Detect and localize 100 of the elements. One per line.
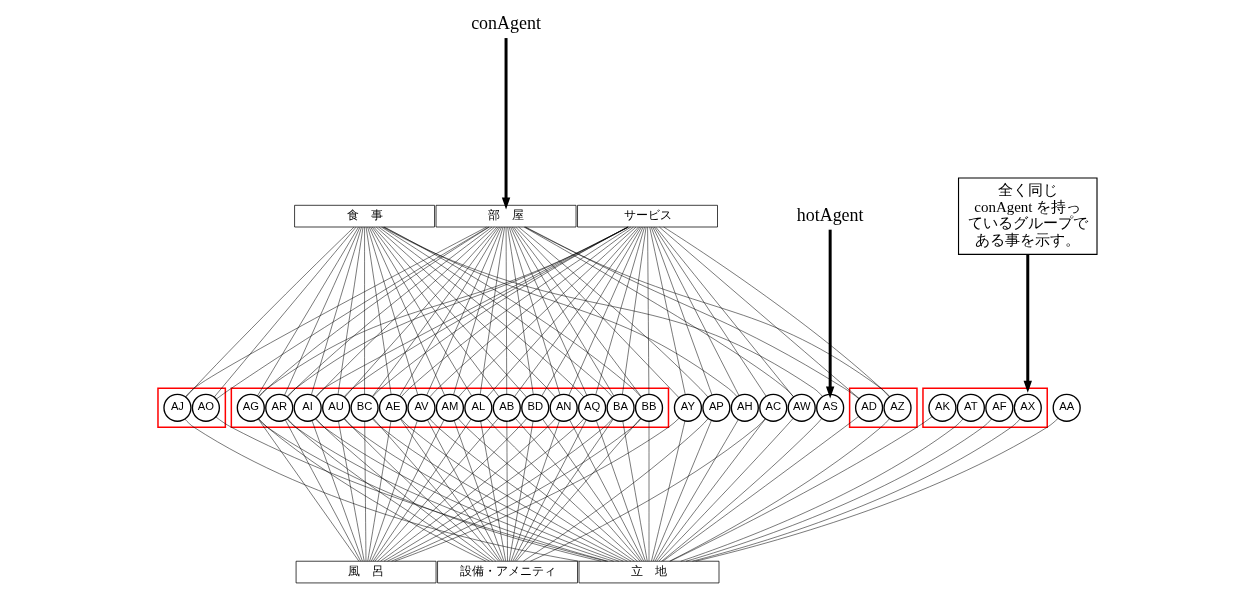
connector xyxy=(646,226,649,395)
connector xyxy=(213,226,356,398)
node-circle: AW xyxy=(787,393,816,422)
connector xyxy=(337,421,364,562)
node-circle: AT xyxy=(956,393,985,422)
connector xyxy=(650,420,685,562)
connector xyxy=(655,226,794,398)
connector xyxy=(656,418,766,562)
connector xyxy=(511,226,614,397)
connector xyxy=(453,420,504,562)
node-circle: AY xyxy=(673,393,702,422)
connector xyxy=(363,421,366,562)
cluster xyxy=(921,387,1048,428)
node-circle: AG xyxy=(236,393,265,422)
node-box: サービス xyxy=(576,204,718,228)
connector xyxy=(311,420,363,562)
node-circle: AC xyxy=(758,393,787,422)
connector xyxy=(370,419,444,562)
connector xyxy=(425,226,502,396)
connector xyxy=(505,226,507,395)
node-circle: AU xyxy=(321,393,350,422)
connector xyxy=(652,226,739,396)
connector xyxy=(658,418,793,562)
node-circle: BC xyxy=(349,393,379,422)
connector xyxy=(369,226,472,397)
node-circle: BA xyxy=(605,393,635,422)
connector xyxy=(257,418,359,562)
connector xyxy=(523,226,794,398)
arrow xyxy=(1023,254,1032,393)
node-box: 立 地 xyxy=(578,560,719,584)
connector xyxy=(394,417,679,562)
connector xyxy=(457,418,635,562)
node-box: 食 事 xyxy=(293,204,435,228)
connector xyxy=(621,226,646,395)
connector xyxy=(517,226,708,398)
connector xyxy=(506,226,534,395)
node-circle: AA xyxy=(1052,393,1081,422)
connector xyxy=(310,226,362,395)
connector xyxy=(650,226,712,396)
node-circle: AF xyxy=(984,393,1013,422)
connector xyxy=(568,419,644,562)
node-circle: AO xyxy=(191,393,220,422)
connector xyxy=(510,420,560,562)
connector xyxy=(373,226,527,398)
connector xyxy=(662,416,859,562)
cluster xyxy=(848,387,918,428)
connector xyxy=(184,418,579,562)
connector xyxy=(508,226,560,395)
connector xyxy=(541,418,642,562)
node-circle: AV xyxy=(406,393,436,422)
connector xyxy=(365,226,391,395)
node-circle: AK xyxy=(927,393,957,422)
connector xyxy=(658,226,859,399)
node-circle: AI xyxy=(293,393,322,422)
arrow xyxy=(501,38,510,210)
connector xyxy=(185,226,354,398)
node-circle: AX xyxy=(1013,393,1042,422)
connector xyxy=(343,418,496,562)
connector xyxy=(669,416,932,562)
node-circle: AP xyxy=(701,393,731,422)
node-circle: AE xyxy=(378,393,407,422)
connector xyxy=(529,418,766,562)
connector xyxy=(426,419,502,562)
connector xyxy=(522,418,708,562)
cluster xyxy=(156,387,226,428)
connector xyxy=(506,421,508,562)
connector xyxy=(337,226,363,395)
connector xyxy=(376,418,527,562)
connector xyxy=(452,226,503,395)
node-circle: AB xyxy=(492,393,521,422)
connector xyxy=(284,419,361,562)
connector xyxy=(595,420,646,562)
cluster xyxy=(230,387,669,428)
connector xyxy=(515,226,679,398)
node-circle: BD xyxy=(520,393,549,422)
connector xyxy=(668,418,890,562)
connector xyxy=(398,226,500,397)
connector xyxy=(315,418,493,562)
node-circle: AN xyxy=(549,393,578,422)
connector xyxy=(508,421,533,562)
connector xyxy=(367,421,391,562)
connector xyxy=(654,419,738,562)
connector xyxy=(648,421,649,562)
connector xyxy=(256,226,359,397)
connector xyxy=(622,421,647,562)
node-circle: AD xyxy=(854,393,883,422)
connector xyxy=(379,418,556,562)
node-circle: AM xyxy=(435,393,464,422)
node-circle: AL xyxy=(463,393,492,422)
connector xyxy=(513,418,613,562)
arrow xyxy=(825,229,834,399)
node-box: 全く同じ conAgent を持っているグループである事を示す。 xyxy=(957,177,1098,255)
connector xyxy=(363,226,365,395)
connector xyxy=(568,226,643,396)
node-box: 設備・アメニティ xyxy=(436,560,578,584)
connector xyxy=(648,226,685,395)
connector xyxy=(283,226,360,396)
node-circle: AR xyxy=(264,393,293,422)
node-circle: BB xyxy=(634,393,663,422)
node-circle: AZ xyxy=(882,393,912,422)
